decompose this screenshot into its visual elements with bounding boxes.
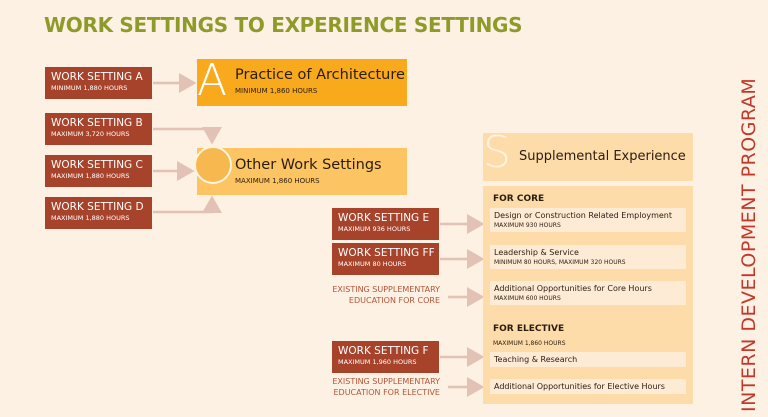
page-title: WORK SETTINGS TO EXPERIENCE SETTINGS — [44, 13, 523, 37]
practice-hours: MINIMUM 1,860 HOURS — [235, 87, 318, 95]
arrow-b — [153, 127, 222, 145]
practice-letter: A — [197, 55, 228, 106]
arrow-d — [153, 195, 222, 214]
practice-box: A Practice of Architecture MINIMUM 1,860… — [197, 59, 407, 106]
elective-item-2: Additional Opportunities for Elective Ho… — [490, 379, 686, 394]
supplemental-letter: S — [483, 127, 511, 178]
other-name: Other Work Settings — [235, 157, 382, 173]
other-letter-o — [194, 146, 232, 184]
core-item-1: Design or Construction Related Employmen… — [490, 208, 686, 232]
supplemental-header: S Supplemental Experience — [483, 127, 693, 181]
elective-label: FOR ELECTIVE — [493, 324, 565, 334]
other-hours: MAXIMUM 1,860 HOURS — [235, 177, 320, 185]
core-label: FOR CORE — [493, 194, 545, 204]
practice-name: Practice of Architecture — [235, 67, 405, 83]
supplemental-name: Supplemental Experience — [519, 149, 686, 164]
elective-item-1: Teaching & Research — [490, 352, 686, 367]
elective-hours: MAXIMUM 1,860 HOURS — [493, 340, 566, 347]
other-box: Other Work Settings MAXIMUM 1,860 HOURS — [194, 146, 407, 195]
